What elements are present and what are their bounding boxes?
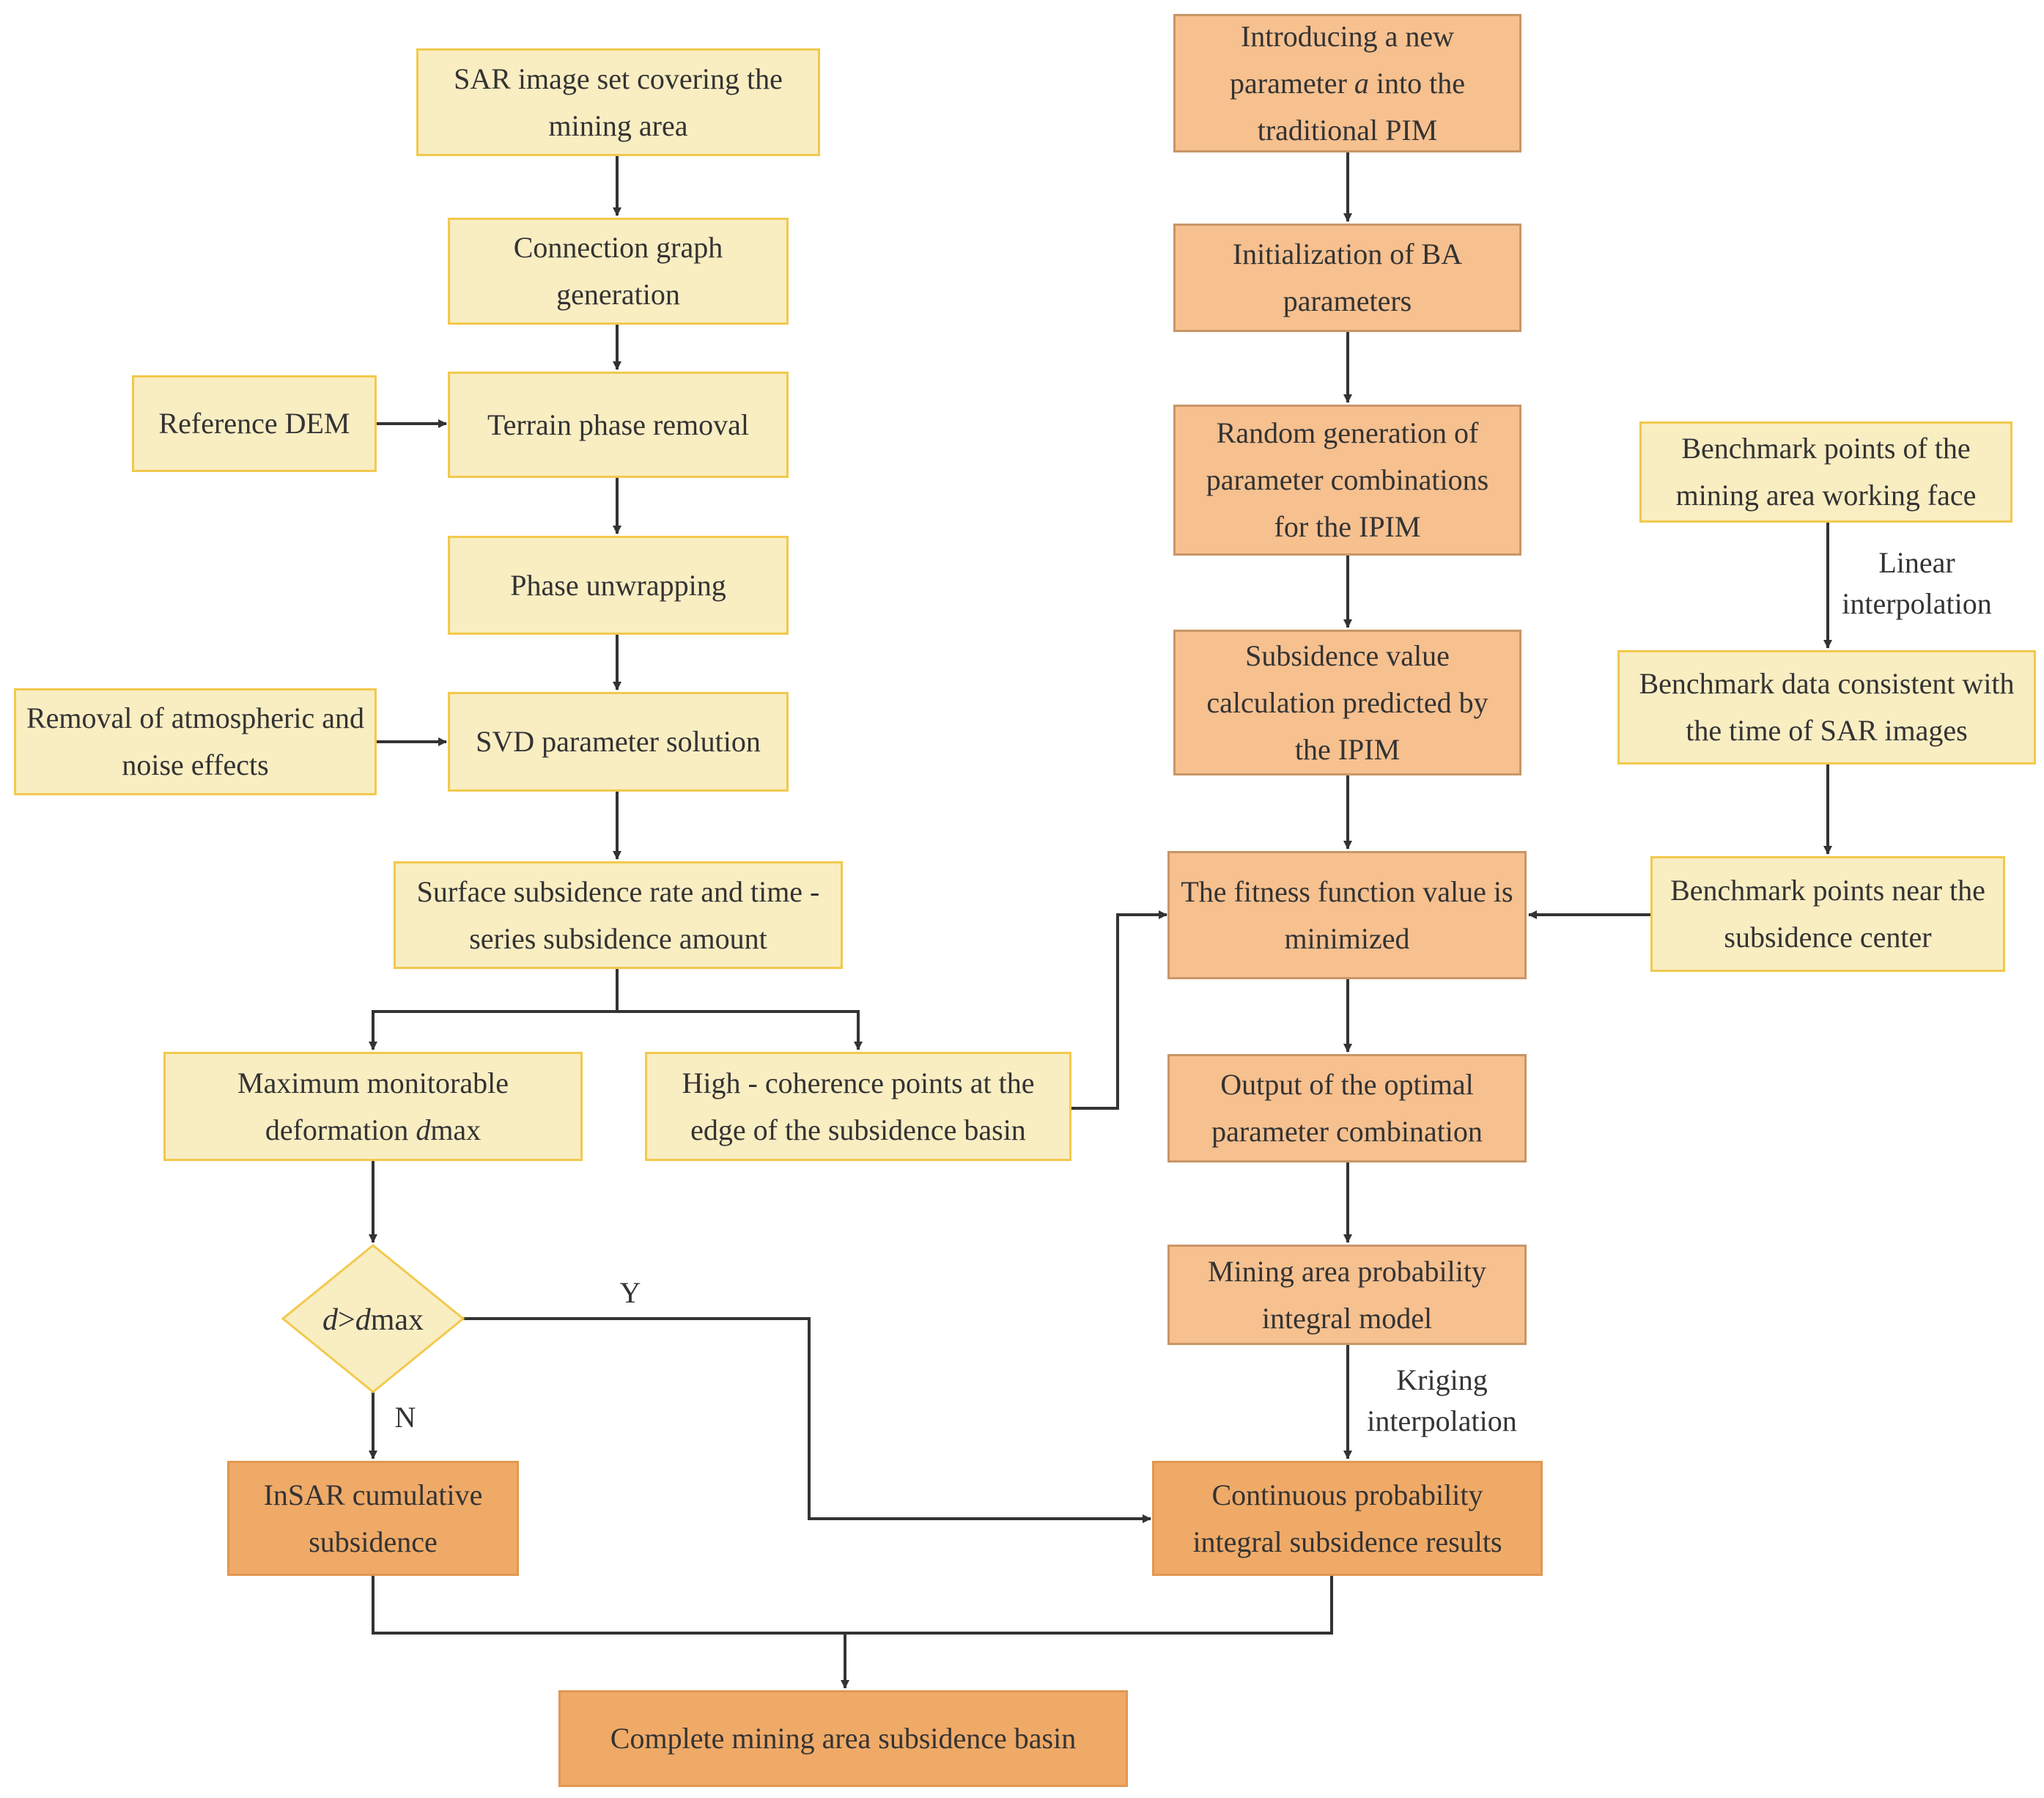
subsidence-calc-box: Subsidence value calculation predicted b… — [1173, 630, 1521, 775]
benchmark-data-box: Benchmark data consistent with the time … — [1617, 650, 2036, 764]
branch-no-label: N — [394, 1401, 416, 1434]
fitness-min-text: The fitness function value is minimized — [1181, 874, 1513, 955]
high-coherence-text: High - coherence points at the edge of t… — [682, 1066, 1035, 1146]
branch-yes-label: Y — [619, 1276, 641, 1309]
connector-insar-merge — [372, 1576, 1333, 1635]
probability-model-box: Mining area probability integral model — [1167, 1245, 1527, 1345]
connection-graph-box: Connection graph generation — [448, 218, 789, 325]
insar-cumulative-box: InSAR cumulative subsidence — [227, 1461, 519, 1576]
sar-image-set-text: SAR image set covering the mining area — [454, 62, 783, 142]
introduce-parameter-box: Introducing a new parameter a into the t… — [1173, 14, 1521, 152]
terrain-phase-removal-box: Terrain phase removal — [448, 372, 789, 478]
introduce-parameter-suffix: into the traditional PIM — [1257, 66, 1465, 147]
terrain-phase-removal-text: Terrain phase removal — [487, 408, 750, 441]
atmospheric-removal-text: Removal of atmospheric and noise effects — [26, 701, 364, 781]
random-generation-text: Random generation of parameter combinati… — [1206, 416, 1489, 543]
surface-subsidence-box: Surface subsidence rate and time - serie… — [394, 861, 843, 969]
decision-d2: d — [355, 1303, 371, 1337]
benchmark-points-text: Benchmark points of the mining area work… — [1675, 432, 1977, 512]
sar-image-set-box: SAR image set covering the mining area — [416, 48, 820, 156]
arrow-coherence-to-fitness — [1071, 910, 1167, 1110]
phase-unwrapping-box: Phase unwrapping — [448, 536, 789, 635]
optimal-output-text: Output of the optimal parameter combinat… — [1211, 1068, 1483, 1148]
subsidence-calc-text: Subsidence value calculation predicted b… — [1206, 638, 1488, 766]
optimal-output-box: Output of the optimal parameter combinat… — [1167, 1054, 1527, 1163]
benchmark-data-text: Benchmark data consistent with the time … — [1639, 667, 2015, 747]
high-coherence-box: High - coherence points at the edge of t… — [645, 1052, 1071, 1161]
probability-model-text: Mining area probability integral model — [1208, 1254, 1486, 1335]
connector-surface-split-right — [617, 1010, 863, 1050]
max-deformation-prefix: Maximum monitorable deformation — [237, 1066, 509, 1146]
surface-subsidence-text: Surface subsidence rate and time - serie… — [416, 874, 820, 955]
complete-basin-box: Complete mining area subsidence basin — [558, 1690, 1128, 1787]
max-deformation-italic-d: d — [416, 1113, 431, 1146]
complete-basin-text: Complete mining area subsidence basin — [610, 1722, 1077, 1755]
decision-diamond — [281, 1244, 465, 1393]
reference-dem-text: Reference DEM — [158, 407, 350, 440]
svd-solution-text: SVD parameter solution — [476, 725, 761, 758]
benchmark-near-text: Benchmark points near the subsidence cen… — [1670, 874, 1985, 954]
connector-surface-split — [369, 969, 619, 1050]
max-deformation-text: Maximum monitorable deformation dmax — [176, 1060, 570, 1154]
fitness-min-box: The fitness function value is minimized — [1167, 851, 1527, 979]
introduce-parameter-prefix: Introducing a new parameter — [1230, 19, 1454, 100]
arrow-decision-yes — [463, 1317, 1151, 1523]
max-deformation-box: Maximum monitorable deformation dmax — [163, 1052, 583, 1161]
decision-max: max — [370, 1303, 424, 1337]
phase-unwrapping-text: Phase unwrapping — [510, 568, 726, 602]
continuous-results-text: Continuous probability integral subsiden… — [1192, 1478, 1502, 1558]
init-ba-box: Initialization of BA parameters — [1173, 224, 1521, 332]
benchmark-points-box: Benchmark points of the mining area work… — [1639, 421, 2012, 523]
init-ba-text: Initialization of BA parameters — [1232, 237, 1463, 317]
decision-operator: > — [338, 1303, 355, 1337]
decision-d: d — [322, 1303, 338, 1337]
kriging-label: Kriging interpolation — [1367, 1363, 1517, 1437]
continuous-results-box: Continuous probability integral subsiden… — [1152, 1461, 1543, 1576]
introduce-parameter-italic-a: a — [1354, 66, 1369, 100]
introduce-parameter-text: Introducing a new parameter a into the t… — [1186, 13, 1509, 154]
connection-graph-text: Connection graph generation — [513, 231, 723, 311]
reference-dem-box: Reference DEM — [132, 375, 377, 472]
linear-interpolation-label: Linear interpolation — [1842, 546, 1992, 620]
insar-cumulative-text: InSAR cumulative subsidence — [263, 1478, 483, 1558]
benchmark-near-box: Benchmark points near the subsidence cen… — [1650, 856, 2005, 972]
svd-solution-box: SVD parameter solution — [448, 692, 789, 792]
max-deformation-suffix: max — [430, 1113, 482, 1146]
atmospheric-removal-box: Removal of atmospheric and noise effects — [14, 688, 377, 795]
random-generation-box: Random generation of parameter combinati… — [1173, 405, 1521, 556]
